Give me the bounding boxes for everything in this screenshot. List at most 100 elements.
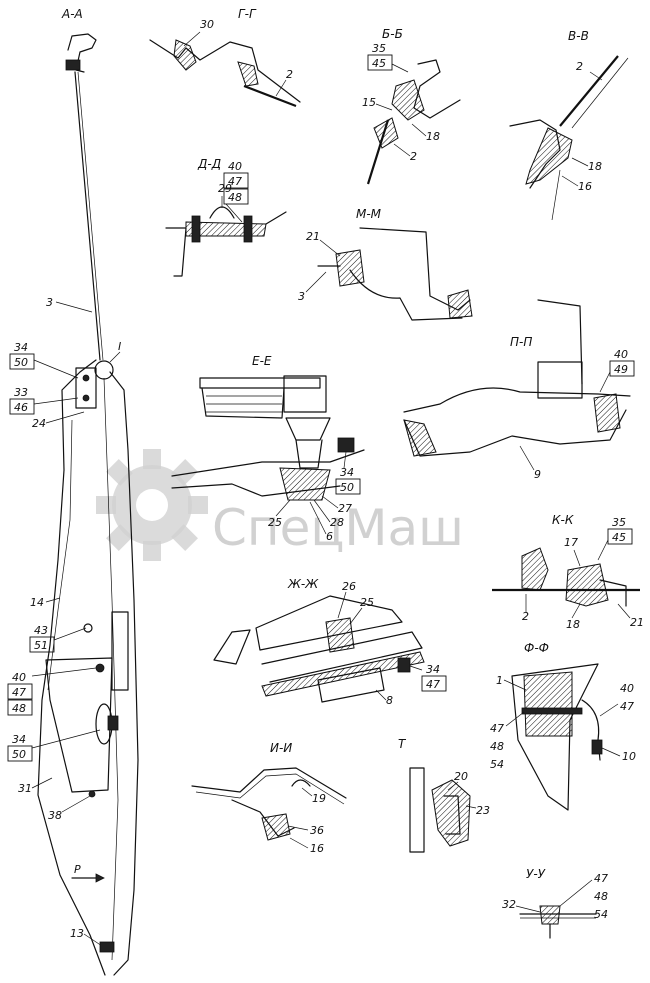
leader-34-ee	[343, 451, 347, 469]
label-roman-i: I	[118, 340, 121, 353]
label-35-bb: 35	[372, 42, 386, 55]
leader-31	[31, 777, 53, 789]
leader-1	[503, 679, 527, 691]
label-28: 28	[330, 516, 344, 529]
leader-40-a	[31, 667, 97, 677]
section-ii: И-И 19 36 16	[191, 741, 347, 855]
section-ff: Ф-Ф 1 40 47 47 48 54 10	[490, 641, 636, 811]
title-ii: И-И	[270, 741, 292, 755]
label-40-ff: 40	[620, 682, 634, 695]
leader-2-vv	[589, 71, 603, 81]
zh-cover	[255, 595, 403, 651]
title-ee: Е-Е	[252, 354, 272, 368]
label-45-kk: 45	[612, 531, 626, 544]
label-47-ff2: 47	[490, 722, 504, 735]
label-48-dd: 48	[228, 191, 242, 204]
label-47-ff: 47	[620, 700, 634, 713]
leader-18-vv	[571, 157, 589, 167]
label-18-vv: 18	[588, 160, 602, 173]
leader-47-ff	[505, 711, 525, 727]
lock-mechanism	[75, 367, 97, 409]
leader-19	[301, 787, 313, 797]
label-50-a: 50	[14, 356, 28, 369]
vv-wire	[551, 169, 561, 221]
label-8: 8	[386, 694, 393, 707]
box-48-a	[7, 699, 33, 716]
t-seal-20	[431, 779, 471, 847]
label-24: 24	[32, 417, 46, 430]
section-ee: Е-Е 34 50 27 28 25 6	[171, 354, 365, 543]
box-50-b	[7, 745, 33, 762]
title-bb: Б-Б	[382, 27, 403, 41]
title-dd: Д-Д	[197, 157, 221, 171]
box-47-dd	[223, 172, 249, 189]
label-36: 36	[310, 824, 324, 837]
top-clip	[65, 59, 81, 71]
label-45-bb: 45	[372, 57, 386, 70]
label-34-ee: 34	[340, 466, 354, 479]
label-25-zh: 25	[360, 596, 374, 609]
leader-10	[601, 747, 621, 757]
vv-seal	[525, 127, 573, 185]
gear-icon	[96, 449, 208, 561]
handle-plate	[111, 611, 129, 691]
zh-nut	[397, 657, 411, 673]
label-50-b: 50	[12, 748, 26, 761]
uu-rivet	[539, 905, 561, 925]
leader-24	[45, 411, 85, 424]
leader-26	[337, 591, 347, 619]
vv-glass-edge	[571, 57, 629, 129]
label-26: 26	[342, 580, 356, 593]
section-t: Т 20 23	[398, 737, 490, 853]
dd-left-flange	[165, 227, 187, 277]
leader-34-zh	[409, 665, 423, 671]
title-aa: А-А	[61, 7, 83, 21]
gg-profile	[149, 39, 301, 103]
kk-seal	[565, 563, 609, 607]
label-p: Р	[74, 863, 81, 876]
label-23: 23	[476, 804, 490, 817]
leader-18-kk	[571, 603, 581, 619]
label-15: 15	[362, 96, 376, 109]
label-1: 1	[496, 674, 503, 687]
leader-25-ee	[275, 499, 291, 517]
dd-bolt-right	[243, 215, 253, 243]
box-45-bb	[367, 54, 393, 71]
ee-seal	[279, 467, 331, 501]
ee-shaft	[295, 439, 323, 469]
leader-27	[321, 495, 339, 509]
arrow-p-head	[95, 873, 105, 883]
kk-hinge	[521, 547, 549, 591]
title-kk: К-К	[552, 513, 574, 527]
section-kk: К-К 35 45 17 2 18 21	[492, 513, 644, 631]
mm-profile-bottom	[349, 269, 463, 321]
ff-housing	[511, 663, 599, 811]
box-49	[609, 360, 635, 377]
title-gg: Г-Г	[238, 7, 257, 21]
lock-bolt-2	[82, 394, 90, 402]
leader-16-ii	[289, 837, 309, 849]
label-21-kk: 21	[630, 616, 644, 629]
label-47-a: 47	[12, 686, 26, 699]
leader-9	[519, 445, 535, 471]
leader-28	[313, 499, 331, 523]
ff-bolt	[521, 707, 583, 715]
label-14: 14	[30, 596, 44, 609]
zh-lining	[261, 651, 425, 697]
handle-bolt	[107, 715, 119, 731]
box-47-a	[7, 683, 33, 700]
label-54-ff: 54	[490, 758, 504, 771]
box-50-ee	[335, 478, 361, 495]
rod-3	[74, 71, 101, 361]
mm-grommet	[335, 249, 365, 287]
section-gg: Г-Г 30 2	[149, 7, 301, 108]
label-34-a: 34	[14, 341, 28, 354]
leader-36	[287, 825, 309, 831]
bb-profile	[413, 59, 461, 119]
door-outer-outline	[109, 371, 139, 976]
title-pp: П-П	[510, 335, 532, 349]
leader-40-dd	[225, 203, 243, 223]
label-34-zh: 34	[426, 663, 440, 676]
label-51: 51	[34, 639, 48, 652]
